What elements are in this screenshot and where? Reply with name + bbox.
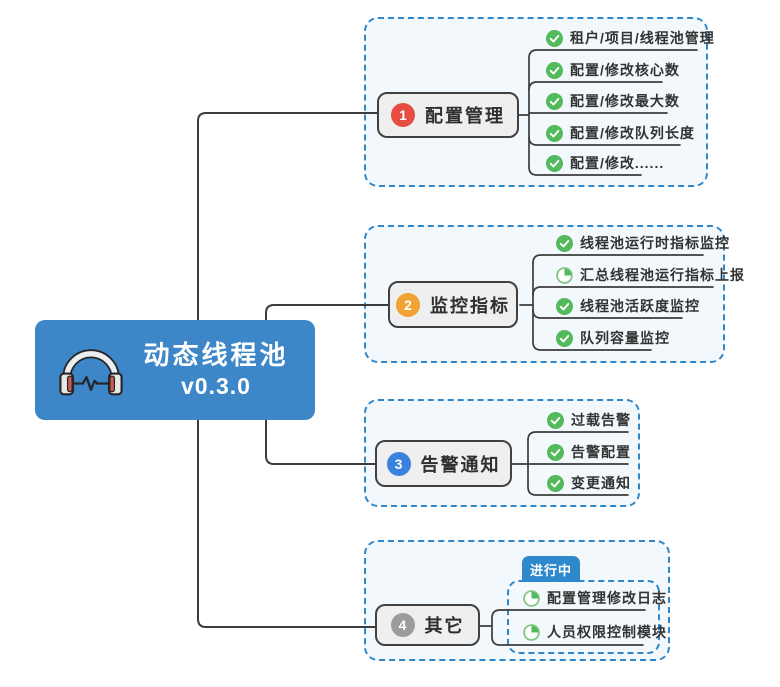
in-progress-subgroup — [507, 580, 660, 654]
task-item[interactable]: 配置/修改最大数 — [546, 90, 680, 112]
task-item[interactable]: 告警配置 — [547, 441, 631, 463]
root-title-block: 动态线程池 v0.3.0 — [127, 339, 315, 400]
number-badge-4: 4 — [390, 613, 415, 637]
check-icon — [547, 443, 564, 461]
check-icon — [556, 297, 573, 315]
task-item[interactable]: 队列容量监控 — [556, 327, 670, 349]
check-icon — [547, 411, 564, 429]
root-title: 动态线程池 — [143, 340, 289, 371]
topic-other[interactable]: 4 其它 — [375, 604, 480, 646]
topic-label: 告警通知 — [420, 454, 501, 475]
check-icon — [547, 474, 564, 492]
check-icon — [556, 234, 573, 252]
topic-label: 其它 — [424, 616, 465, 636]
progress-icon — [556, 266, 573, 284]
topic-label: 配置管理 — [425, 106, 505, 126]
task-item[interactable]: 线程池运行时指标监控 — [556, 232, 730, 254]
root-topic[interactable]: 动态线程池 v0.3.0 — [35, 320, 315, 420]
topic-monitoring-metrics[interactable]: 2 监控指标 — [388, 281, 518, 328]
task-item[interactable]: 汇总线程池运行指标上报 — [556, 264, 745, 286]
task-item[interactable]: 配置/修改核心数 — [546, 59, 680, 81]
number-badge-2: 2 — [396, 292, 420, 317]
status-badge: 进行中 — [522, 556, 580, 582]
root-version: v0.3.0 — [181, 372, 251, 399]
headphones-icon — [55, 340, 127, 400]
topic-alert-notification[interactable]: 3 告警通知 — [375, 440, 512, 487]
check-icon — [546, 124, 563, 142]
topic-config-management[interactable]: 1 配置管理 — [377, 92, 519, 138]
number-badge-3: 3 — [386, 451, 411, 476]
task-item[interactable]: 配置/修改...... — [546, 152, 664, 174]
check-icon — [546, 61, 563, 79]
topic-label: 监控指标 — [430, 295, 510, 316]
check-icon — [546, 29, 563, 47]
task-item[interactable]: 租户/项目/线程池管理 — [546, 27, 715, 49]
progress-icon — [523, 589, 540, 607]
check-icon — [546, 154, 563, 172]
task-item[interactable]: 配置管理修改日志 — [523, 587, 667, 609]
task-item[interactable]: 人员权限控制模块 — [523, 621, 667, 643]
task-item[interactable]: 配置/修改队列长度 — [546, 122, 695, 144]
task-item[interactable]: 过载告警 — [547, 409, 631, 431]
check-icon — [546, 92, 563, 110]
progress-icon — [523, 623, 540, 641]
task-item[interactable]: 线程池活跃度监控 — [556, 295, 700, 317]
number-badge-1: 1 — [391, 103, 415, 127]
check-icon — [556, 329, 573, 347]
task-item[interactable]: 变更通知 — [547, 472, 631, 494]
